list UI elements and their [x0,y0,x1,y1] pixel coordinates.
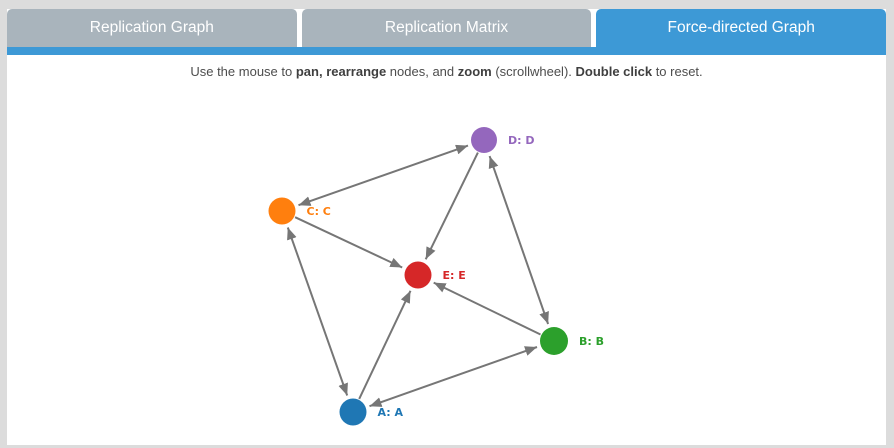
instructions-text: Use the mouse to pan, rearrange nodes, a… [7,64,886,79]
node-label-D: D: D [508,134,535,147]
edge-A-B [369,346,538,408]
edge-A-C [286,227,349,396]
instruction-segment: (scrollwheel). [491,64,576,79]
node-C[interactable] [268,197,296,225]
instruction-segment-zoom: zoom [457,64,492,79]
node-B[interactable] [540,327,568,355]
instruction-segment: to reset. [652,64,703,79]
tab-replication-graph[interactable]: Replication Graph [7,9,297,47]
node-label-C: C: C [307,205,331,218]
node-label-B: B: B [579,335,604,348]
instruction-segment: Use the mouse to [190,64,296,79]
tab-force-directed-graph[interactable]: Force-directed Graph [596,9,887,47]
node-label-A: A: A [378,406,404,419]
tab-bar: Replication Graph Replication Matrix For… [7,9,887,47]
node-A[interactable] [339,398,367,426]
node-label-E: E: E [443,269,466,282]
instruction-segment-rearrange: rearrange [326,64,387,79]
edge-B-E [433,281,541,336]
node-D[interactable] [471,127,497,153]
edge-B-D [488,155,550,325]
edge-C-E [294,216,403,269]
node-E[interactable] [404,261,432,289]
instruction-segment-double-click: Double click [575,64,653,79]
instruction-segment: nodes, and [386,64,458,79]
edge-A-E [358,290,412,400]
edge-C-D [298,144,469,207]
tab-replication-matrix[interactable]: Replication Matrix [301,9,592,47]
instruction-segment-pan: pan, [295,64,323,79]
edge-D-E [424,152,479,260]
active-tab-underline [7,47,886,55]
